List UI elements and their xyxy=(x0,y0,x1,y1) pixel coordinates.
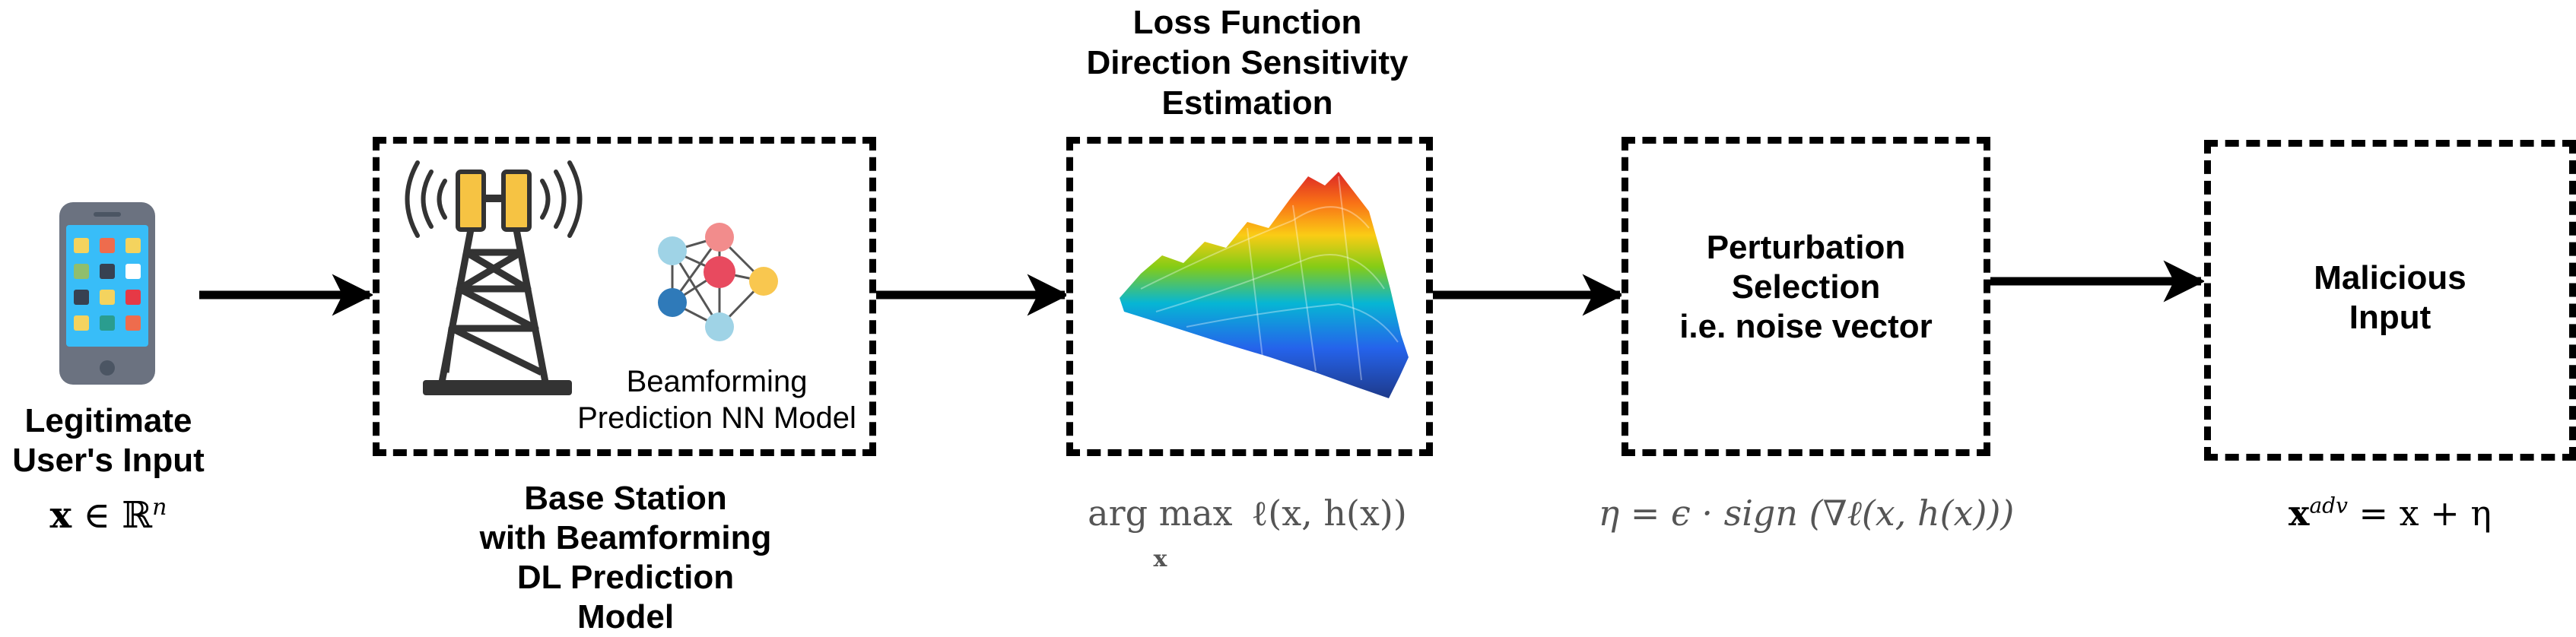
loss-stage-title: Loss Function Direction Sensitivity Esti… xyxy=(1086,4,1409,122)
output-formula-lhs: x xyxy=(2289,493,2310,534)
perturbation-box xyxy=(1622,137,1990,456)
neural-network-icon xyxy=(658,223,778,341)
base-station-inner-label: Beamforming Prediction NN Model xyxy=(577,365,856,435)
output-formula-rhs: = x + η xyxy=(2347,493,2492,534)
input-formula-set: ℝ xyxy=(122,494,153,537)
perturbation-formula: η = ϵ · sign (∇ℓ(x, h(x))) xyxy=(1598,493,2015,534)
cell-tower-icon xyxy=(405,160,583,395)
perturbation-label: Perturbation Selection i.e. noise vector xyxy=(1679,229,1933,345)
loss-formula-sub: x xyxy=(1153,546,1167,572)
loss-formula-body: ℓ(x, h(x)) xyxy=(1251,493,1407,534)
flow-arrows xyxy=(199,260,2206,316)
input-formula-rel: ∈ xyxy=(83,494,110,537)
output-formula-sup: adv xyxy=(2309,493,2348,518)
malicious-input-box xyxy=(2204,140,2576,461)
input-formula: x ∈ ℝn xyxy=(0,494,217,537)
loss-formula: arg max x ℓ(x, h(x)) xyxy=(1034,493,1460,575)
malicious-input-label: Malicious Input xyxy=(2314,259,2466,336)
loss-formula-op: arg max xyxy=(1088,493,1233,534)
malicious-input-formula: xadv = x + η xyxy=(2204,493,2576,534)
loss-surface-icon xyxy=(1120,172,1409,398)
input-formula-sup: n xyxy=(152,494,167,521)
smartphone-icon xyxy=(59,202,155,385)
input-formula-var: x xyxy=(49,494,72,537)
input-label: Legitimate User's Input xyxy=(12,402,205,479)
